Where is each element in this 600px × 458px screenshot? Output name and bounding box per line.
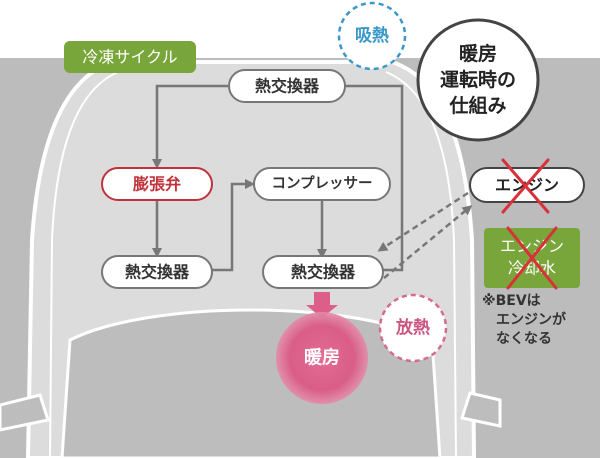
node-coolant-label-1: エンジン [500,237,564,256]
line-top-to-valve [152,84,228,169]
dashed-arrow-to-engine [383,205,473,279]
engine-heat-arrows [377,191,473,279]
heating-label: 暖房 [304,347,340,369]
car-outline [0,60,502,458]
note-line-2: エンジンが [496,311,567,328]
node-hx-left-label: 熱交換器 [125,263,190,282]
heating-circle [276,312,368,404]
note-line-1: ※BEVは [482,293,541,309]
note-line-3: なくなる [496,331,552,347]
title-circle [416,18,540,142]
dashed-arrow-from-engine [377,191,469,252]
node-compressor-label: コンプレッサー [271,175,372,192]
absorb-label: 吸熱 [355,25,389,46]
coolant-cross-icon [506,226,558,290]
cycle-label: 冷凍サイクル [82,48,177,67]
title-line-1: 暖房 [459,42,497,65]
release-circle [378,293,448,363]
engine-cross-icon [501,158,550,214]
node-hx-left [101,255,213,289]
release-label: 放熱 [395,317,430,338]
node-hx-right [262,255,384,289]
node-hx-top-label: 熱交換器 [255,77,320,96]
node-hx-right-label: 熱交換器 [291,263,356,282]
node-hx-top [228,69,346,103]
node-valve-label: 膨張弁 [133,175,181,194]
line-left-hx-to-compressor [210,179,255,272]
node-valve [101,167,213,201]
title-line-2: 運転時の [440,69,516,91]
heating-arrow [306,292,338,318]
cycle-label-badge [64,41,196,73]
absorb-circle [337,1,407,71]
node-coolant-label-2: 冷却水 [508,259,556,278]
node-compressor [253,167,391,201]
title-line-3: 仕組み [448,94,506,117]
